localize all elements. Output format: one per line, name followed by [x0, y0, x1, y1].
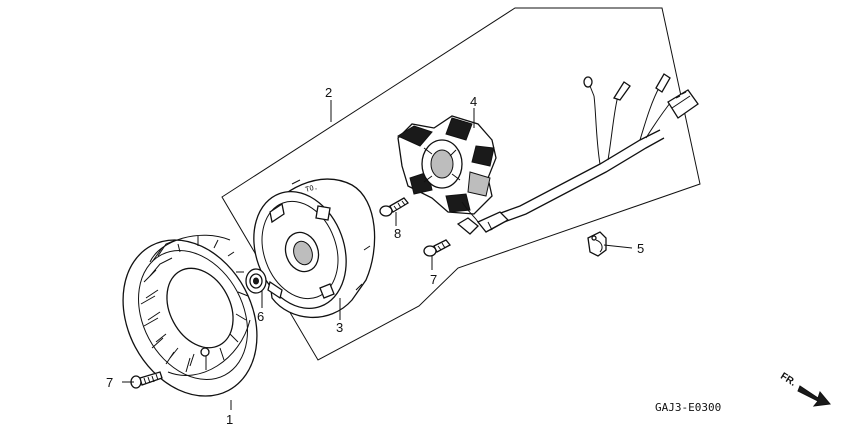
svg-text:TO.: TO.: [304, 183, 318, 194]
callout-2: 2: [325, 85, 332, 100]
wire-clamp-drawing: [587, 231, 607, 257]
flywheel-fan-drawing: [122, 234, 258, 397]
flange-bolt-upper-drawing: [423, 239, 451, 257]
front-direction-marker: FR.: [778, 371, 831, 407]
leader-lines: [122, 100, 633, 410]
flywheel-drawing: TO.: [253, 178, 376, 319]
group-outline: [221, 7, 701, 361]
flange-nut-drawing: [245, 268, 267, 294]
diagram-code: GAJ3-E0300: [655, 401, 721, 414]
front-label: FR.: [778, 371, 798, 389]
callout-8: 8: [394, 226, 401, 241]
callout-7-upper: 7: [430, 272, 437, 287]
callout-3: 3: [336, 320, 343, 335]
front-arrow-icon: [797, 385, 831, 407]
callout-6: 6: [257, 309, 264, 324]
callout-7-lower: 7: [106, 375, 113, 390]
wire-harness-drawing: [456, 73, 699, 235]
callout-1: 1: [226, 412, 233, 427]
flange-bolt-lower-drawing: [130, 371, 163, 389]
stator-drawing: [396, 115, 497, 215]
bolt-stator-drawing: [379, 197, 409, 217]
callout-4: 4: [470, 94, 477, 109]
callout-5: 5: [637, 241, 644, 256]
